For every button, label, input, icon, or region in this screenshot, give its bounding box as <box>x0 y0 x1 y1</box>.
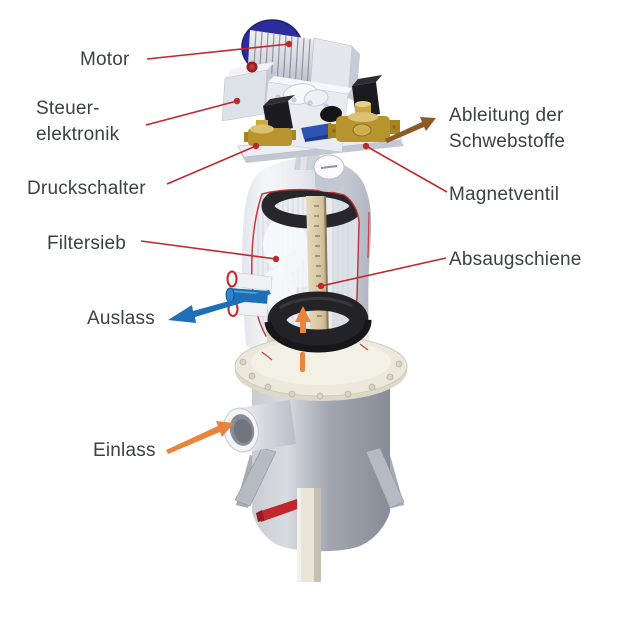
leader-steuerelektronik <box>145 97 241 126</box>
label-einlass: Einlass <box>93 440 156 461</box>
solenoid-valve-graphic <box>328 101 400 142</box>
pressure-gauge-graphic <box>313 154 345 192</box>
blue-lever-graphic <box>301 123 334 142</box>
label-steuerelektronik-line1: Steuer- <box>36 98 100 119</box>
leader-absaugschiene <box>317 257 447 290</box>
leader-magnetventil <box>362 142 448 193</box>
label-ableitung-line1: Ableitung der <box>449 105 564 126</box>
drain-pipe-graphic <box>297 488 321 582</box>
leader-filtersieb <box>140 240 280 263</box>
label-magnetventil: Magnetventil <box>449 184 560 205</box>
pump-port-graphic <box>320 105 342 123</box>
label-auslass: Auslass <box>87 308 155 329</box>
outlet-arrow <box>168 290 271 323</box>
label-absaugschiene: Absaugschiene <box>449 249 582 270</box>
label-ableitung-line2: Schwebstoffe <box>449 131 566 152</box>
pressure-switch-coil-graphic <box>263 95 295 133</box>
label-filtersieb: Filtersieb <box>47 233 127 254</box>
label-druckschalter: Druckschalter <box>27 178 146 199</box>
label-steuerelektronik: Steuer- elektronik <box>36 96 119 148</box>
front-legs-graphic <box>234 447 405 509</box>
inlet-arrow <box>166 421 234 454</box>
discharge-arrow <box>385 117 436 143</box>
label-motor: Motor <box>80 49 130 70</box>
flange-graphic <box>234 335 408 401</box>
bottom-seal-ring-graphic <box>261 291 372 361</box>
top-assembly-graphic <box>221 19 404 163</box>
leader-druckschalter <box>166 142 260 185</box>
leader-motor <box>146 40 293 60</box>
backwash-pipe-graphic <box>256 498 303 522</box>
label-steuerelektronik-line2: elektronik <box>36 124 120 145</box>
flow-arrow <box>295 306 311 372</box>
pressure-switch-valve-graphic <box>244 120 296 146</box>
label-ableitung: Ableitung der Schwebstoffe <box>449 103 565 155</box>
